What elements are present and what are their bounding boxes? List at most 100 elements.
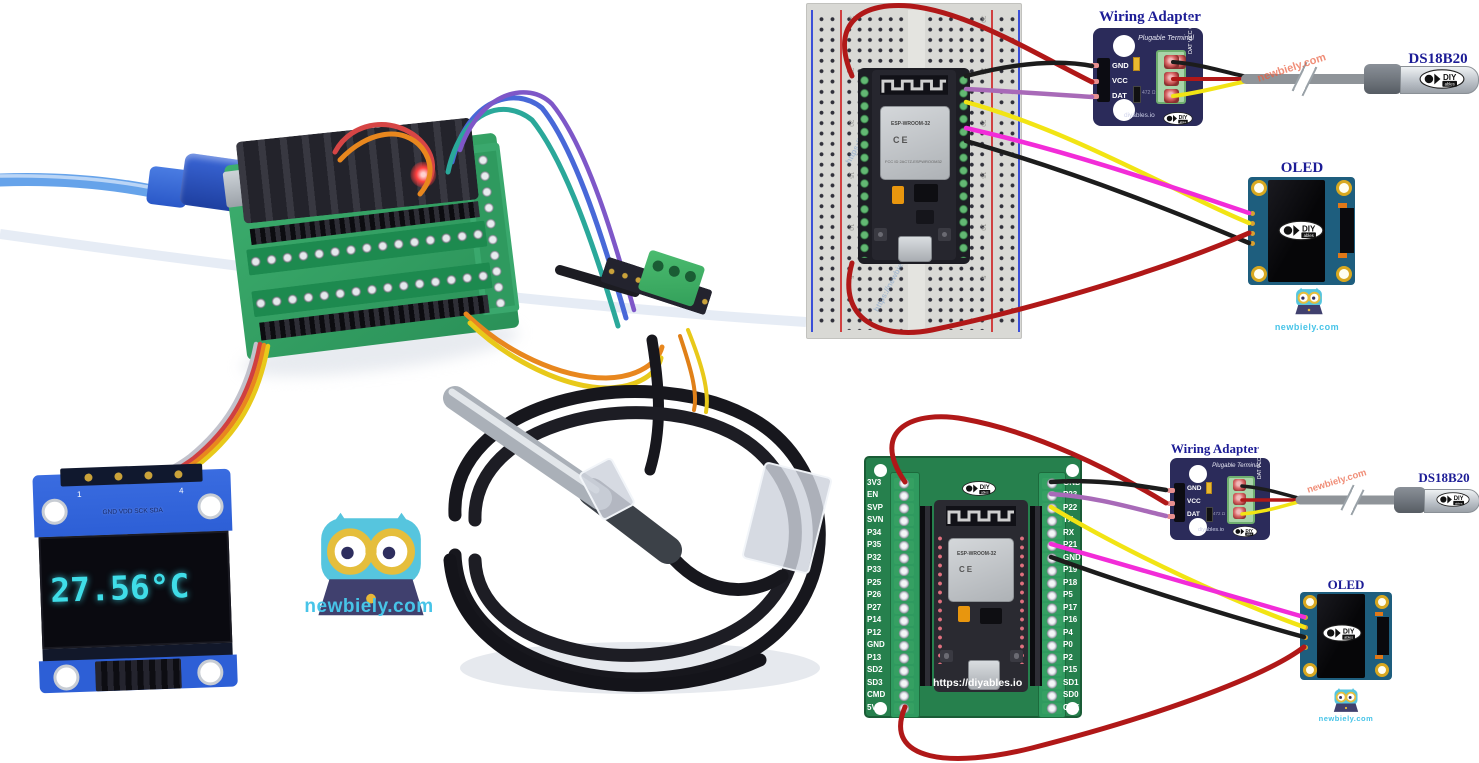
ce-mark: CE xyxy=(893,135,910,145)
connector-pad xyxy=(1338,253,1347,258)
probe-sleeve xyxy=(1394,487,1426,513)
ce-mark: CE xyxy=(959,565,975,574)
resistor-label: 472 Ω xyxy=(1142,90,1156,96)
pin-label: P5 xyxy=(1063,590,1073,599)
oled-pin xyxy=(1250,241,1255,246)
wire-black-oled-gnd xyxy=(1048,554,1307,640)
terminal-screw xyxy=(894,540,914,551)
pin-label: SD1 xyxy=(1063,677,1079,687)
wire-red-vcc xyxy=(889,414,1169,506)
terminal-screw xyxy=(894,678,914,689)
esp32-shield: ESP-WROOM-32 CE xyxy=(948,538,1014,602)
oled-title: OLED xyxy=(1280,160,1324,176)
wire-red-oled-vcc xyxy=(898,644,1307,761)
adapter-led xyxy=(1206,482,1212,494)
pin-label: P27 xyxy=(867,602,882,612)
rail-line-red xyxy=(991,10,993,332)
esp32-pin-holes xyxy=(936,534,944,664)
newbiely-logo-text: newbiely.com xyxy=(304,596,434,617)
terminal-screw xyxy=(1042,515,1062,526)
pin-label: P35 xyxy=(867,540,882,549)
component-orange xyxy=(892,186,904,204)
cable-into-coil xyxy=(661,545,789,596)
terminal-screw xyxy=(894,665,914,676)
pin-label: 3V3 xyxy=(867,477,882,487)
adapter-subtitle: Plugable Terminal xyxy=(1138,35,1194,42)
sensor-wire-black xyxy=(1171,60,1250,79)
pin-label: P13 xyxy=(867,652,882,662)
esp32-pins-left xyxy=(858,74,871,258)
terminal-screw xyxy=(894,553,914,564)
wiring-adapter-title: Wiring Adapter xyxy=(1099,9,1201,25)
sensor-wire-yellow xyxy=(1171,79,1250,98)
rail-holes xyxy=(816,14,838,328)
pin-label: SD2 xyxy=(867,665,883,674)
adapter-subtitle: Plugable Terminal xyxy=(1212,463,1260,469)
pin-label: P25 xyxy=(867,577,882,587)
adapter-yellow-tail xyxy=(686,328,709,414)
diyables-brand: diyables.io xyxy=(1124,112,1155,119)
terminal-screw xyxy=(1233,479,1246,491)
adapter-connector xyxy=(1174,483,1185,522)
cable-coil-loop-3 xyxy=(443,553,767,692)
mounting-hole xyxy=(1336,266,1352,282)
esp32-devkit: ESP-WROOM-32 CE FCC ID 2AC7Z-ESPWROOM32 xyxy=(858,68,970,264)
terminal-screw xyxy=(1042,628,1062,639)
adapter-pin-stub xyxy=(1090,94,1099,99)
mounting-hole xyxy=(1336,180,1352,196)
en-button xyxy=(874,228,887,241)
terminal-screw xyxy=(1042,678,1062,689)
mounting-hole xyxy=(1251,180,1267,196)
esp32-pin-holes xyxy=(1018,534,1026,664)
usb-cable-highlight xyxy=(0,174,149,189)
adapter-pin-stub xyxy=(1167,514,1175,519)
board-url: https://diyables.io xyxy=(933,677,1023,689)
pin-label: SD3 xyxy=(867,677,883,687)
terminal-screw xyxy=(894,615,914,626)
esp32-pins-right xyxy=(957,74,970,258)
pin-label: P4 xyxy=(1063,627,1073,637)
pin-label: SVP xyxy=(867,502,884,512)
wiring-adapter-title: Wiring Adapter xyxy=(1170,441,1260,456)
pin-label: P16 xyxy=(1063,615,1078,624)
boot-button xyxy=(1010,650,1023,662)
adapter-connector xyxy=(1097,58,1110,102)
probe-sleeve xyxy=(1364,64,1402,94)
adapter-pin-stub xyxy=(1167,488,1175,493)
esp32-devkit-bottom: ESP-WROOM-32 CE xyxy=(920,498,1042,694)
pin-label: P12 xyxy=(867,627,882,637)
adapter-pin-vcc: VCC xyxy=(1187,498,1201,505)
terminal-screw xyxy=(1042,590,1062,601)
adapter-pin-stub xyxy=(1090,79,1099,84)
pin-label: P26 xyxy=(867,590,882,599)
pullup-resistor xyxy=(1206,507,1213,522)
esp32-pcb: ESP-WROOM-32 CE FCC ID 2AC7Z-ESPWROOM32 xyxy=(872,70,956,262)
esp32-pcb: ESP-WROOM-32 CE xyxy=(934,500,1028,692)
oled-connector xyxy=(1340,208,1354,253)
pin-label: 5V xyxy=(867,702,877,712)
wire-yellow-scl xyxy=(963,99,1252,226)
diyables-brand: diyables.io xyxy=(1198,527,1224,533)
sensor-wire-black xyxy=(1240,484,1304,501)
component-chip-small xyxy=(916,210,934,224)
terminal-screw xyxy=(894,565,914,576)
pin-label: P17 xyxy=(1063,602,1078,612)
component-orange xyxy=(958,606,970,622)
header-socket xyxy=(1030,506,1042,686)
resistor-label: 472 Ω xyxy=(1213,511,1226,516)
terminal-screw xyxy=(1042,603,1062,614)
newbiely-logo-text: newbiely.com xyxy=(1274,322,1340,332)
mounting-hole xyxy=(1189,518,1207,536)
mounting-hole xyxy=(1251,266,1267,282)
micro-usb-port xyxy=(898,236,932,262)
terminal-screw xyxy=(1042,703,1062,714)
boot-button xyxy=(938,228,951,241)
component-chip xyxy=(914,184,938,202)
left-terminal-strip xyxy=(890,472,920,718)
pin-label: P2 xyxy=(1063,652,1073,662)
micro-usb-port xyxy=(968,660,1000,690)
adapter-pin-gnd: GND xyxy=(1187,485,1202,492)
